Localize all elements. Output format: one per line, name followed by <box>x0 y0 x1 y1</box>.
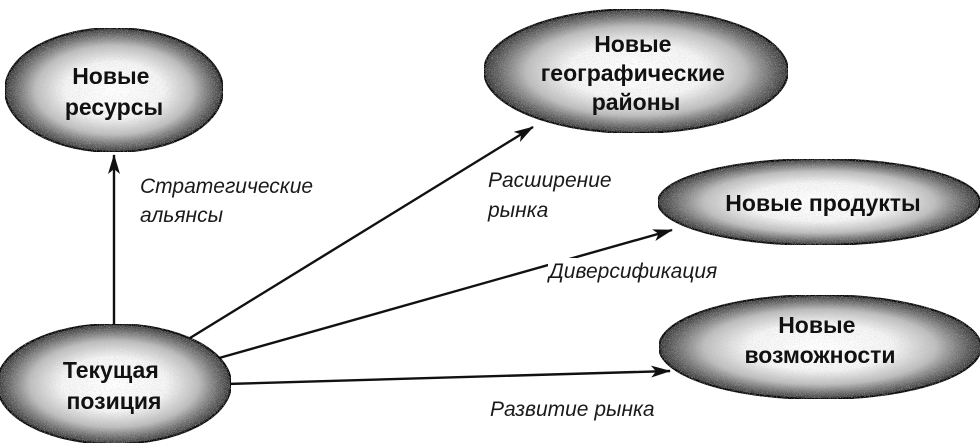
node-new-opportunities-label: Новые возможности <box>744 312 895 368</box>
node-new-resources-shape <box>4 27 224 153</box>
edge-market-expansion-label: Расширение рынка <box>487 169 617 222</box>
node-new-regions-shape <box>483 8 789 134</box>
node-new-products-label: Новые продукты <box>725 190 920 216</box>
node-new-opportunities-shape <box>658 294 980 400</box>
edge-strategic-alliances-label: Стратегические альянсы <box>140 175 319 227</box>
edge-market-development-label: Развитие рынка <box>490 398 655 421</box>
edge-diversification-label: Диверсификация <box>547 260 717 283</box>
node-new-regions-label: Новые географические районы <box>541 31 732 115</box>
arrow-to-new-regions <box>189 125 534 340</box>
arrow-to-new-opportunities <box>225 365 671 386</box>
node-current-position-shape <box>0 323 232 443</box>
edge-diversification-label-bg <box>548 258 773 284</box>
node-current-position-label: Текущая позиция <box>63 357 165 414</box>
arrow-to-new-products <box>211 228 673 362</box>
node-new-products-shape <box>657 158 980 246</box>
node-new-resources-label: Новые ресурсы <box>65 63 163 120</box>
